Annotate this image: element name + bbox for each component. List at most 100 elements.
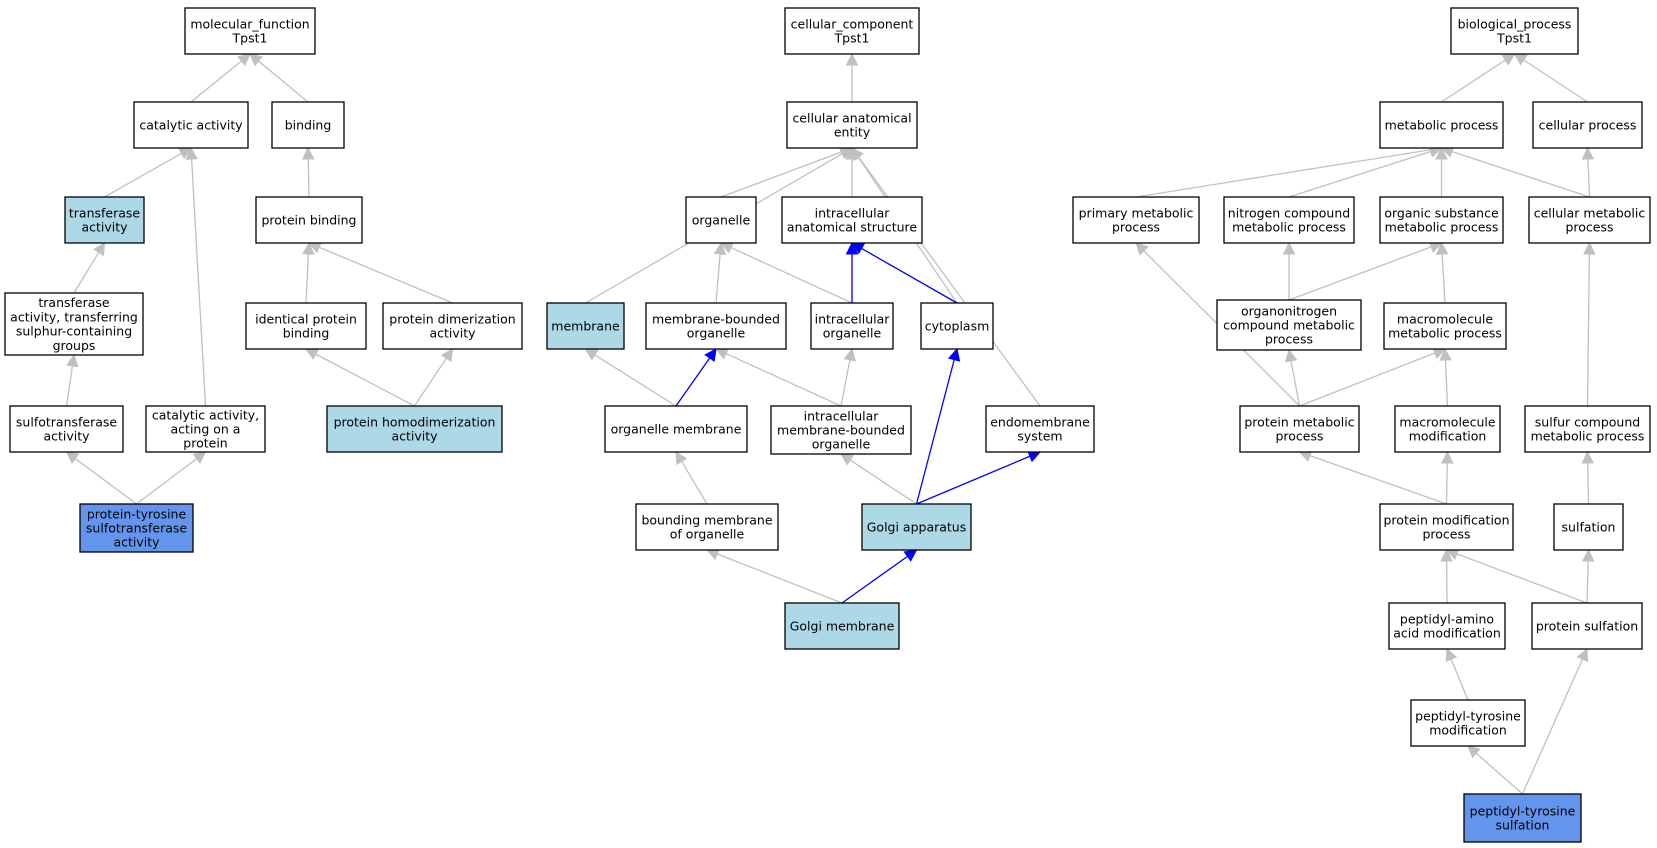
term-node-golgi[interactable]: Golgi apparatus xyxy=(861,503,972,551)
term-box xyxy=(546,302,625,350)
term-label-line: membrane-bounded xyxy=(777,423,905,438)
edge-line xyxy=(675,357,711,407)
edge-line xyxy=(1586,560,1589,604)
edge-intra_org-to-ias xyxy=(845,241,859,303)
term-label-line: intracellular xyxy=(815,311,891,326)
term-box xyxy=(1528,196,1651,244)
edge-transferase-to-catalytic xyxy=(104,147,192,198)
term-label-line: transferase xyxy=(69,205,141,220)
term-node-binding[interactable]: binding xyxy=(271,101,345,149)
term-label-line: protein binding xyxy=(261,213,356,228)
edge-line xyxy=(594,354,677,407)
edge-pts_activity-to-catalytic_protein xyxy=(136,451,207,505)
term-node-org-membrane[interactable]: organelle membrane xyxy=(604,405,748,453)
arrowhead xyxy=(1435,241,1449,255)
edge-line xyxy=(861,247,958,304)
edge-organelle-to-cae xyxy=(720,146,854,198)
term-label-line: intracellular xyxy=(804,408,880,423)
edges-layer xyxy=(65,52,1596,795)
edge-line xyxy=(104,152,182,198)
arrowhead xyxy=(840,453,855,466)
term-label-line: sulfotransferase xyxy=(86,521,187,536)
edge-line xyxy=(1523,59,1588,103)
edge-line xyxy=(1450,658,1469,701)
term-label-line: identical protein xyxy=(255,311,357,326)
term-label-line: macromolecule xyxy=(1399,414,1495,429)
edge-line xyxy=(1299,352,1435,407)
edge-line xyxy=(413,357,447,407)
term-box xyxy=(635,503,779,551)
term-box xyxy=(64,196,145,244)
term-node-protein-binding[interactable]: protein binding xyxy=(255,196,363,244)
term-label-line: compound metabolic xyxy=(1223,318,1355,333)
arrowhead xyxy=(713,241,727,255)
term-node-catalytic[interactable]: catalytic activity xyxy=(133,101,249,149)
term-box xyxy=(604,405,748,453)
term-label-line: membrane-bounded xyxy=(652,311,780,326)
arrowhead xyxy=(851,147,864,162)
term-label-line: metabolic process xyxy=(1385,118,1499,133)
term-node-cellular-process[interactable]: cellular process xyxy=(1532,101,1643,149)
term-box xyxy=(920,302,994,350)
term-box xyxy=(645,302,787,350)
term-node-protein-sulfation[interactable]: protein sulfation xyxy=(1531,602,1643,650)
edge-protein_sulfation-to-sulfation xyxy=(1581,548,1595,604)
term-label-line: of organelle xyxy=(670,527,745,542)
edge-homodimerization-to-dimerization xyxy=(413,348,454,407)
arrowhead xyxy=(1135,242,1149,256)
edge-line xyxy=(65,365,74,407)
arrowhead xyxy=(249,53,263,67)
term-node-cytoplasm[interactable]: cytoplasm xyxy=(920,302,994,350)
term-node-organelle[interactable]: organelle xyxy=(685,196,757,244)
edge-line xyxy=(681,461,708,505)
edge-cytoplasm-to-ias xyxy=(851,242,958,304)
term-node-membrane[interactable]: membrane xyxy=(546,302,625,350)
term-label-line: metabolic process xyxy=(1385,220,1499,235)
edge-golgi_membrane-to-bounding xyxy=(705,548,843,604)
term-label-line: macromolecule xyxy=(1397,311,1493,326)
term-label-line: peptidyl-tyrosine xyxy=(1470,803,1576,818)
term-label-line: protein modification xyxy=(1384,512,1510,527)
edge-sulfation-to-sulfur_met xyxy=(1581,450,1595,505)
arrowhead xyxy=(302,241,315,255)
arrowhead xyxy=(1284,348,1298,363)
term-box xyxy=(1072,196,1200,244)
term-node-metabolic[interactable]: metabolic process xyxy=(1379,101,1504,149)
edge-imbo-to-intra_org xyxy=(840,347,857,407)
term-node-golgi-membrane[interactable]: Golgi membrane xyxy=(784,602,900,650)
term-node-sulfation[interactable]: sulfation xyxy=(1553,503,1624,551)
term-box xyxy=(271,101,345,149)
